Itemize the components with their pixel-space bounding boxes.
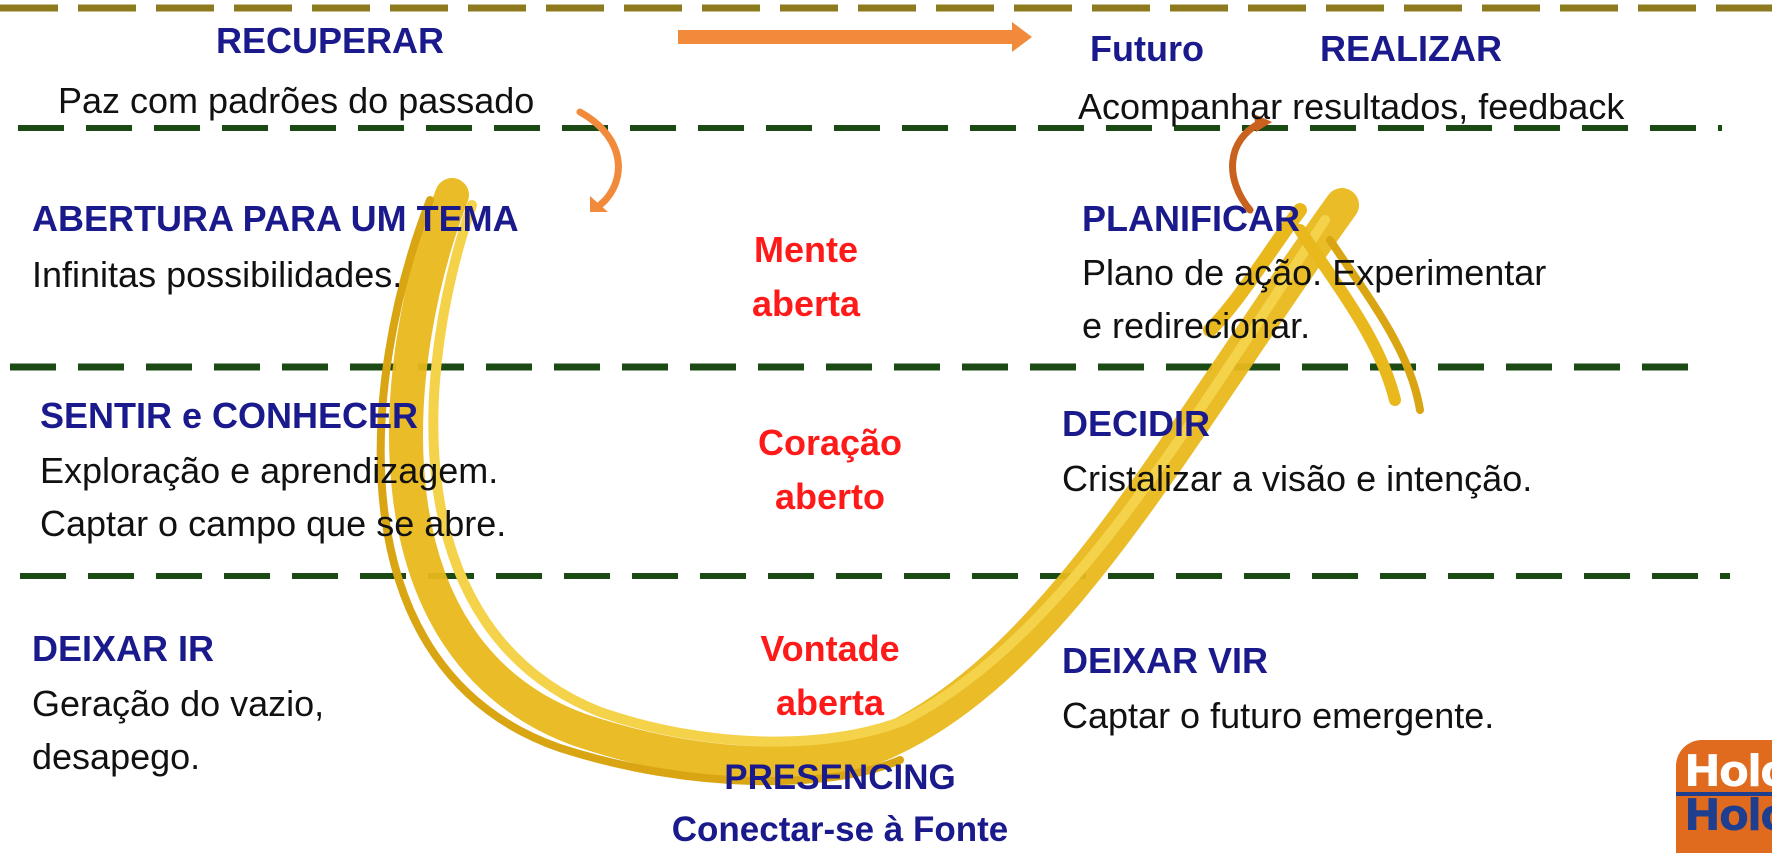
sentir-text-line1: Exploração e aprendizagem. xyxy=(40,450,499,491)
vontade-label: Vontade xyxy=(760,628,900,669)
recuperar-heading: RECUPERAR xyxy=(216,20,445,61)
logo-text-bottom: Holo xyxy=(1684,790,1772,841)
planificar-text-line1: Plano de ação. Experimentar xyxy=(1082,252,1547,293)
u-swirl xyxy=(376,178,1424,786)
mente-label-line2: aberta xyxy=(751,283,861,324)
realizar-heading: REALIZAR xyxy=(1320,28,1502,69)
recuperar-text: Paz com padrões do passado xyxy=(58,80,535,121)
abertura-text: Infinitas possibilidades. xyxy=(32,254,403,295)
abertura-heading: ABERTURA PARA UM TEMA xyxy=(32,198,519,239)
coracao-label: Coração xyxy=(757,422,903,463)
logo-bar xyxy=(1676,792,1772,796)
planificar-text-line2: e redirecionar. xyxy=(1082,305,1311,346)
deixar-ir-text-line2: desapego. xyxy=(32,736,201,777)
presencing-heading: PRESENCING xyxy=(724,758,956,797)
sentir-text-line2: Captar o campo que se abre. xyxy=(40,503,507,544)
presencing-subtitle: Conectar-se à Fonte xyxy=(671,810,1009,849)
future-label: Futuro xyxy=(1090,28,1204,69)
deixar-vir-text: Captar o futuro emergente. xyxy=(1062,695,1495,736)
coracao-label-line2: aberto xyxy=(774,476,886,517)
curved-arrow-left xyxy=(576,108,622,212)
sentir-heading: SENTIR e CONHECER xyxy=(40,395,419,436)
realizar-text: Acompanhar resultados, feedback xyxy=(1078,86,1625,127)
mente-label: Mente xyxy=(753,229,858,270)
decidir-heading: DECIDIR xyxy=(1062,403,1211,444)
decidir-text: Cristalizar a visão e intenção. xyxy=(1062,458,1533,499)
vontade-label-line2: aberta xyxy=(775,682,885,723)
future-arrow xyxy=(678,22,1032,52)
deixar-vir-heading: DEIXAR VIR xyxy=(1062,640,1269,681)
holos-logo-icon: Holo Holo xyxy=(1676,740,1772,853)
planificar-heading: PLANIFICAR xyxy=(1082,198,1300,239)
deixar-ir-heading: DEIXAR IR xyxy=(32,628,215,669)
curved-arrow-right xyxy=(1229,114,1272,214)
logo-text-top: Holo xyxy=(1684,746,1772,797)
deixar-ir-text-line1: Geração do vazio, xyxy=(32,683,325,724)
